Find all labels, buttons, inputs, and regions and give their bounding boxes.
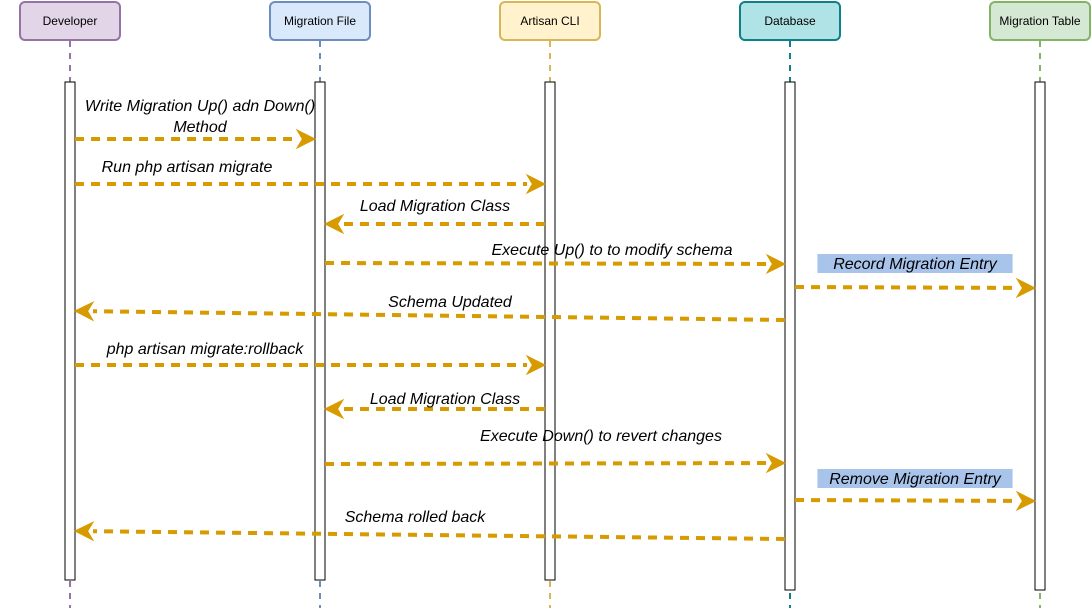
- message-9-arrowhead: [765, 452, 787, 474]
- message-5-label-highlight: [817, 254, 1013, 273]
- database-activation-bar: [784, 81, 796, 591]
- message-7-arrowhead: [525, 354, 547, 376]
- activations-layer: [64, 81, 1046, 591]
- message-1: Write Migration Up() adn Down() Method: [75, 98, 317, 150]
- message-9-line: [324, 461, 768, 466]
- database-participant[interactable]: Database: [739, 1, 841, 41]
- message-7: php artisan migrate:rollback: [75, 341, 547, 376]
- message-11-arrowhead: [73, 521, 95, 542]
- developer-participant[interactable]: Developer: [19, 1, 121, 41]
- migration-table-box: [989, 1, 1091, 41]
- message-11-line: [92, 529, 786, 541]
- artisan-cli-activation-bar: [544, 81, 556, 581]
- migration-table-participant[interactable]: Migration Table: [989, 1, 1091, 41]
- message-6: Schema Updated: [73, 294, 786, 322]
- artisan-cli-participant[interactable]: Artisan CLI: [499, 1, 601, 41]
- message-4-line: [324, 261, 768, 266]
- database-box: [739, 1, 841, 41]
- message-4-arrowhead: [765, 253, 787, 275]
- message-3-arrowhead: [323, 213, 345, 235]
- artisan-cli-label: Artisan CLI: [520, 14, 579, 28]
- message-2: Run php artisan migrate: [75, 159, 547, 195]
- message-10-line: [794, 498, 1018, 503]
- message-6-label: Schema Updated: [388, 294, 513, 311]
- messages-layer: Write Migration Up() adn Down() MethodRun…: [73, 98, 1037, 542]
- message-5-label: Record Migration Entry: [833, 256, 998, 273]
- migration-file-box: [269, 1, 371, 41]
- message-9-label: Execute Down() to revert changes: [480, 428, 722, 445]
- message-2-label: Run php artisan migrate: [102, 159, 273, 176]
- actors-layer: Developer Migration File Artisan CLI Databa…: [19, 1, 1091, 41]
- message-7-label: php artisan migrate:rollback: [106, 341, 305, 358]
- message-8: Load Migration Class: [323, 391, 545, 420]
- developer-label: Developer: [43, 14, 98, 28]
- message-6-arrowhead: [73, 301, 95, 322]
- message-8-arrowhead: [323, 398, 345, 420]
- migration-table-label: Migration Table: [999, 14, 1080, 28]
- message-10-label-highlight: [817, 469, 1013, 488]
- message-1-label: Method: [173, 119, 227, 136]
- migration-table-activation-bar: [1034, 81, 1046, 591]
- migration-file-participant[interactable]: Migration File: [269, 1, 371, 41]
- message-2-arrowhead: [525, 173, 547, 195]
- message-8-label: Load Migration Class: [370, 391, 520, 408]
- developer-box: [19, 1, 121, 41]
- message-9: Execute Down() to revert changes: [324, 428, 787, 474]
- message-10-arrowhead: [1015, 490, 1037, 512]
- message-4-label: Execute Up() to to modify schema: [492, 242, 733, 259]
- message-4: Execute Up() to to modify schema: [324, 242, 787, 275]
- message-3: Load Migration Class: [323, 198, 545, 235]
- message-11: Schema rolled back: [73, 509, 786, 542]
- artisan-cli-box: [499, 1, 601, 41]
- developer-activation-bar: [64, 81, 76, 581]
- message-11-label: Schema rolled back: [345, 509, 487, 526]
- message-1-arrowhead: [295, 128, 317, 150]
- message-5: Record Migration Entry: [794, 254, 1037, 299]
- database-label: Database: [764, 14, 816, 28]
- message-10: Remove Migration Entry: [794, 469, 1037, 512]
- message-6-line: [92, 309, 786, 322]
- message-5-line: [794, 285, 1018, 290]
- migration-file-activation-bar: [314, 81, 326, 581]
- message-10-label: Remove Migration Entry: [829, 471, 1002, 488]
- message-1-label: Write Migration Up() adn Down(): [85, 98, 315, 115]
- migration-file-label: Migration File: [284, 14, 356, 28]
- message-3-label: Load Migration Class: [360, 198, 510, 215]
- message-5-arrowhead: [1015, 277, 1037, 299]
